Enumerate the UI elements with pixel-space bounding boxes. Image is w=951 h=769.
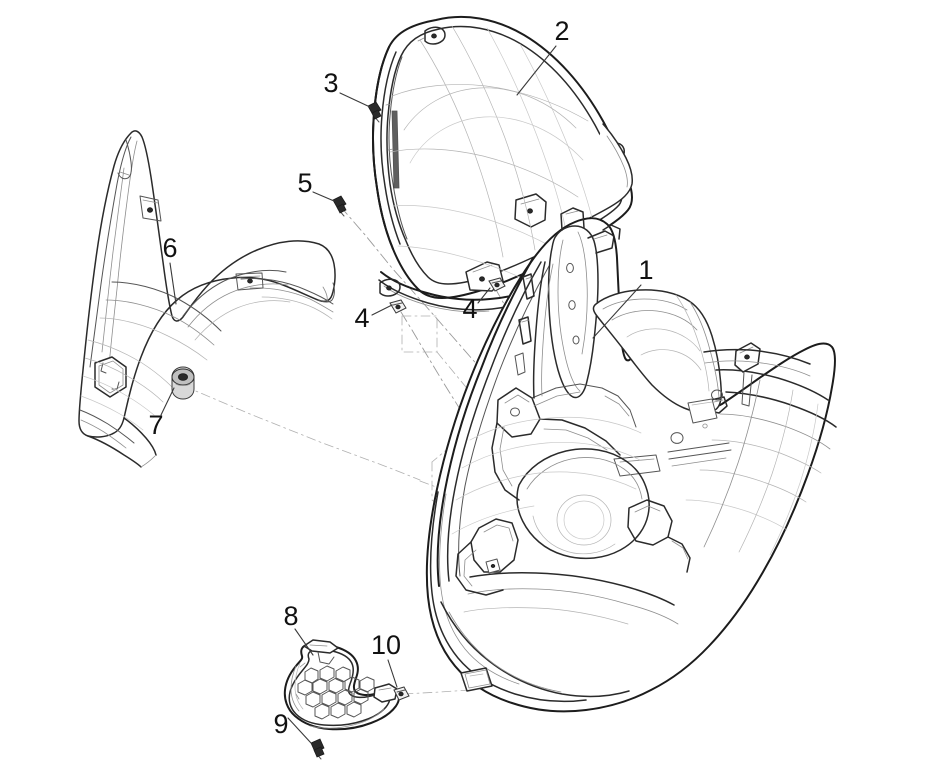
part-inner-shield-panel bbox=[78, 130, 336, 468]
leader-4b bbox=[477, 287, 491, 304]
part-air-intake-grille bbox=[283, 639, 400, 731]
callout-label-5: 5 bbox=[297, 168, 312, 198]
shield-inner-structure bbox=[451, 383, 691, 596]
fastener-screw-lower bbox=[332, 195, 347, 217]
leader-6 bbox=[169, 262, 177, 305]
callout-label-1: 1 bbox=[638, 255, 653, 285]
leader-1 bbox=[592, 284, 642, 339]
leader-10 bbox=[387, 659, 398, 688]
part-front-shield-body bbox=[425, 207, 837, 713]
callout-label-9: 9 bbox=[273, 709, 288, 739]
leader-7 bbox=[160, 387, 175, 416]
callout-label-4-left: 4 bbox=[354, 303, 369, 333]
fastener-screw-upper bbox=[367, 101, 382, 123]
callout-label-6: 6 bbox=[162, 233, 177, 263]
leader-2 bbox=[516, 45, 557, 96]
callout-label-4-right: 4 bbox=[462, 294, 477, 324]
grille-mesh bbox=[295, 662, 375, 720]
fastener-nut-right bbox=[488, 277, 506, 292]
leader-9 bbox=[287, 717, 312, 744]
callout-label-8: 8 bbox=[283, 601, 298, 631]
leader-5 bbox=[312, 191, 335, 202]
fastener-nut-grille bbox=[393, 686, 410, 701]
leader-8 bbox=[294, 628, 314, 656]
callout-label-10: 10 bbox=[371, 630, 401, 660]
leader-lines bbox=[160, 45, 642, 744]
fastener-nut-left bbox=[389, 299, 407, 314]
callout-labels: 1 2 3 4 4 5 6 7 8 9 10 bbox=[148, 16, 653, 739]
leader-4a bbox=[371, 304, 393, 316]
callout-label-2: 2 bbox=[554, 16, 569, 46]
fastener-screw-grille bbox=[310, 738, 325, 760]
callout-label-3: 3 bbox=[323, 68, 338, 98]
leader-3 bbox=[339, 92, 371, 108]
callout-label-7: 7 bbox=[148, 410, 163, 440]
fastener-grommet bbox=[171, 366, 195, 400]
